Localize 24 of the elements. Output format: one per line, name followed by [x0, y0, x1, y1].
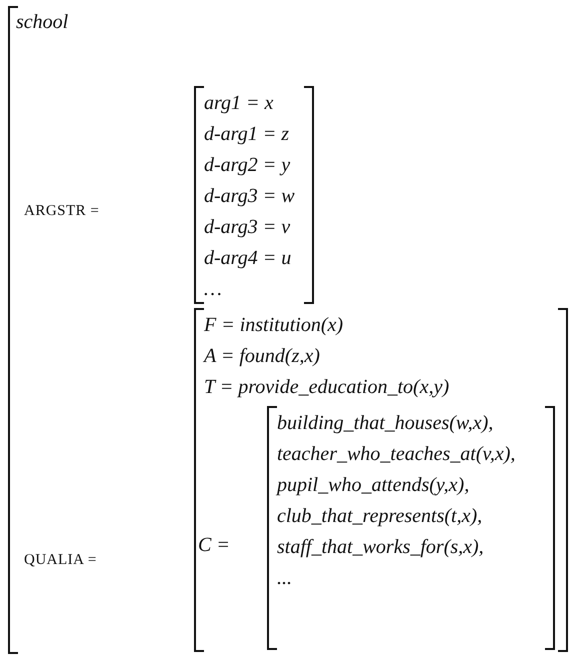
feature-value: pupil_who_attends(y,x),	[277, 473, 470, 497]
feature-name: C =	[198, 533, 230, 557]
attribute-matrix	[194, 308, 568, 652]
feature-value: arg1 = x	[204, 91, 274, 115]
feature-value: …	[204, 277, 222, 301]
feature-value: club_that_represents(t,x),	[277, 504, 482, 528]
feature-value: A = found(z,x)	[204, 344, 320, 368]
feature-value: ...	[277, 566, 292, 590]
feature-name: ARGSTR =	[24, 202, 100, 221]
feature-value: d-arg4 = u	[204, 246, 292, 270]
feature-value: staff_that_works_for(s,x),	[277, 535, 484, 559]
feature-structure	[8, 6, 570, 654]
feature-value: d-arg3 = v	[204, 215, 290, 239]
attribute-matrix	[267, 406, 555, 650]
feature-value: d-arg3 = w	[204, 184, 295, 208]
feature-value: d-arg1 = z	[204, 122, 289, 146]
type-label: school	[16, 10, 68, 34]
feature-value: teacher_who_teaches_at(v,x),	[277, 442, 516, 466]
feature-value: F = institution(x)	[204, 313, 344, 337]
attribute-matrix	[194, 86, 314, 304]
feature-value: T = provide_education_to(x,y)	[204, 375, 450, 399]
feature-name: QUALIA =	[24, 551, 97, 570]
feature-value: d-arg2 = y	[204, 153, 290, 177]
feature-value: building_that_houses(w,x),	[277, 411, 494, 435]
